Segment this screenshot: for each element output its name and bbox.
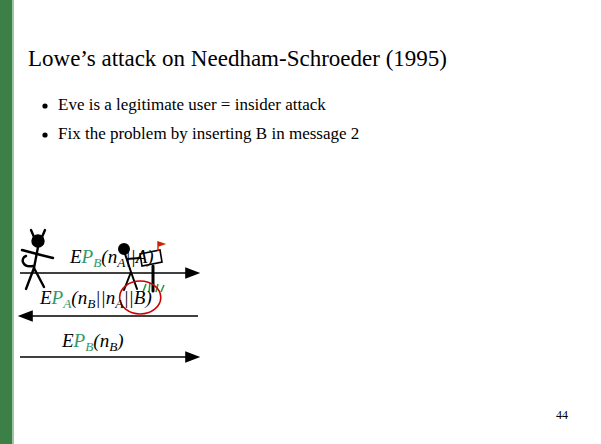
mailbox-icon bbox=[119, 242, 164, 292]
slide-title: Lowe’s attack on Needham-Schroeder (1995… bbox=[28, 46, 447, 72]
text-segment: (n bbox=[93, 330, 109, 351]
devil-icon bbox=[22, 230, 53, 289]
arrow-line bbox=[20, 272, 190, 274]
bullet-text: Eve is a legitimate user = insider attac… bbox=[58, 95, 326, 115]
text-segment: B bbox=[109, 339, 117, 354]
bullet-dot bbox=[42, 132, 47, 137]
devil-horns bbox=[31, 230, 45, 237]
text-segment: E bbox=[40, 287, 52, 308]
text-segment: (n bbox=[71, 287, 87, 308]
arrow-head bbox=[186, 269, 198, 278]
message-label: EPB(nB) bbox=[62, 330, 124, 352]
mailbox-post bbox=[152, 266, 155, 291]
text-segment: E bbox=[70, 246, 82, 267]
text-segment: B bbox=[87, 296, 95, 311]
text-segment: A bbox=[115, 296, 123, 311]
side-bar bbox=[0, 0, 12, 444]
text-segment: ||n bbox=[95, 287, 115, 308]
devil-legs bbox=[26, 268, 44, 289]
text-segment: B bbox=[93, 255, 101, 270]
text-segment: P bbox=[74, 330, 86, 351]
highlight-ring bbox=[120, 281, 161, 314]
page-number: 44 bbox=[556, 409, 568, 423]
arrow-line bbox=[28, 315, 198, 317]
text-segment: P bbox=[52, 287, 64, 308]
mailbox-flag bbox=[158, 242, 164, 251]
text-segment: A bbox=[117, 255, 125, 270]
arrow-line bbox=[20, 356, 190, 358]
bullet-text: Fix the problem by inserting B in messag… bbox=[58, 124, 359, 144]
message-label: EPA(nB||nA||B) bbox=[40, 287, 152, 309]
text-segment: A bbox=[63, 296, 71, 311]
devil-tail bbox=[23, 256, 33, 266]
devil-body bbox=[34, 247, 38, 268]
side-bar-edge bbox=[12, 0, 14, 444]
arrow-head bbox=[186, 353, 198, 362]
text-segment: (n bbox=[101, 246, 117, 267]
text-segment: | bbox=[123, 287, 128, 308]
text-segment: B bbox=[85, 339, 93, 354]
text-segment: ) bbox=[117, 330, 123, 351]
text-segment: E bbox=[62, 330, 74, 351]
bullet-dot bbox=[42, 103, 47, 108]
message-arrows bbox=[20, 269, 198, 362]
text-segment: P bbox=[82, 246, 94, 267]
text-segment: ||A) bbox=[125, 246, 153, 267]
text-segment: |B) bbox=[129, 287, 152, 308]
message-label: EPB(nA||A) bbox=[70, 246, 154, 268]
arrow-head bbox=[20, 312, 32, 321]
